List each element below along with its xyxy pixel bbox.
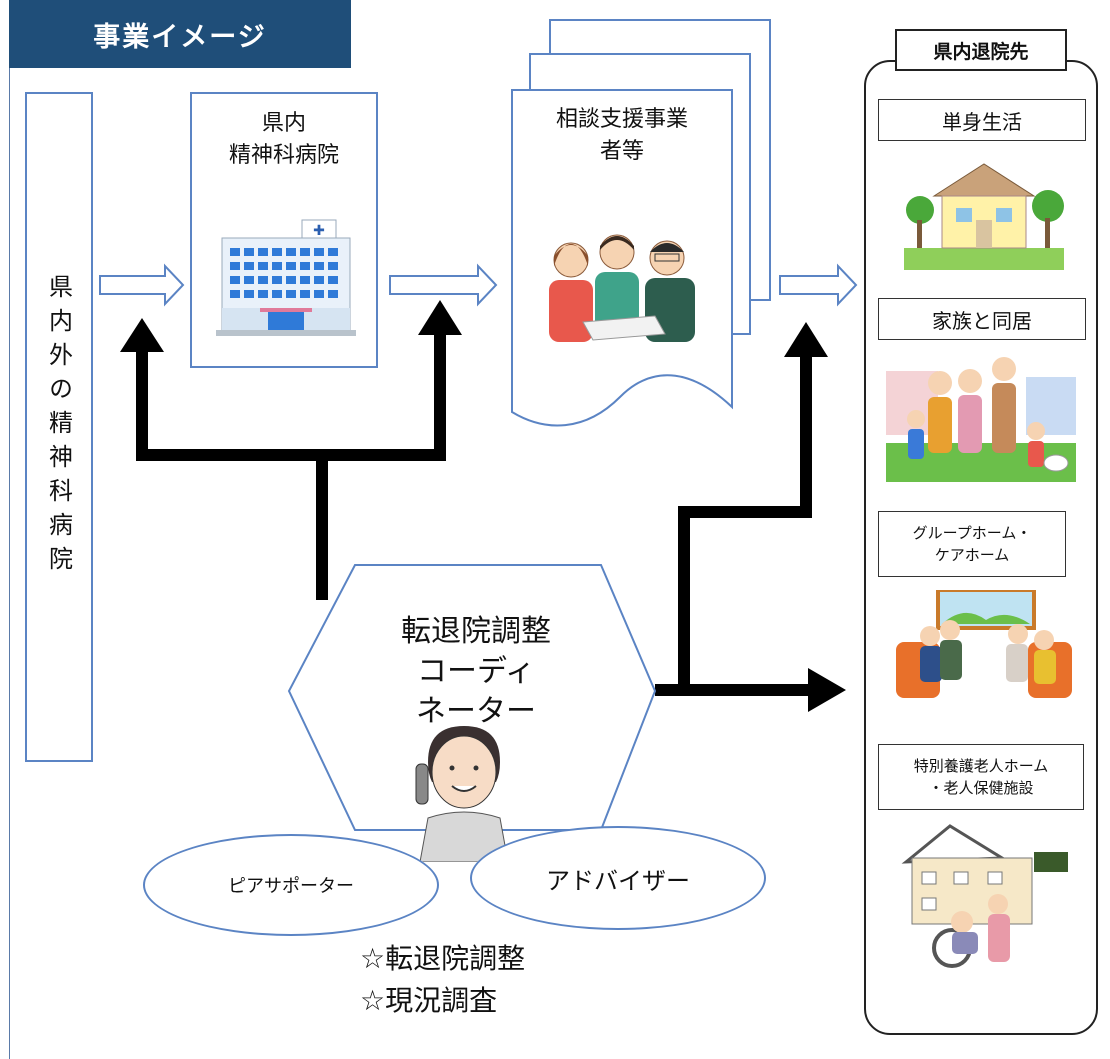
coordinator-line1: 転退院調整 — [401, 614, 551, 649]
hospital-building-icon: ✚ — [216, 219, 356, 336]
task-transfer: ☆転退院調整 — [360, 942, 526, 975]
single-living-label: 単身生活 — [878, 99, 1086, 141]
consultation-line2: 者等 — [599, 139, 644, 164]
advisor-label: アドバイザー — [546, 866, 690, 895]
prefectural-hospital-box: 県内 精神科病院 ✚ — [190, 92, 378, 368]
group-home-icon — [896, 590, 1072, 698]
peer-supporter-label: ピアサポーター — [228, 876, 354, 897]
coordinator-line3: ネーター — [416, 694, 536, 729]
outside-hospitals-box: 県内外の精神科病院 — [25, 92, 93, 762]
nursing-home-label: 特別養護老人ホーム ・老人保健施設 — [878, 744, 1084, 810]
destinations-title: 県内退院先 — [895, 29, 1067, 71]
outside-hospitals-label: 県内外の精神科病院 — [44, 274, 73, 580]
hospital-line2: 精神科病院 — [228, 143, 339, 168]
svg-text:✚: ✚ — [313, 223, 325, 239]
house-icon — [904, 163, 1064, 270]
coordinator-line2: コーディ — [417, 654, 535, 689]
page-left-border — [9, 60, 1110, 1059]
nursing-home-icon — [901, 824, 1068, 968]
nursing-line2: ・老人保健施設 — [928, 779, 1034, 797]
group-home-line2: ケアホーム — [934, 546, 1010, 564]
task-survey: ☆現況調査 — [360, 984, 498, 1017]
coordinator-woman-phone-icon — [415, 726, 509, 862]
consultation-line1: 相談支援事業 — [555, 107, 688, 132]
family-icon — [886, 357, 1076, 482]
family-label: 家族と同居 — [878, 298, 1086, 340]
consultation-people-icon — [549, 234, 695, 342]
group-home-line1: グループホーム・ — [912, 524, 1032, 542]
page-title: 事業イメージ — [9, 0, 351, 68]
hospital-line1: 県内 — [261, 111, 306, 136]
peer-supporter-ellipse: ピアサポーター — [143, 834, 439, 936]
group-home-label: グループホーム・ ケアホーム — [878, 511, 1066, 577]
nursing-line1: 特別養護老人ホーム — [913, 757, 1049, 775]
advisor-ellipse: アドバイザー — [470, 826, 766, 930]
